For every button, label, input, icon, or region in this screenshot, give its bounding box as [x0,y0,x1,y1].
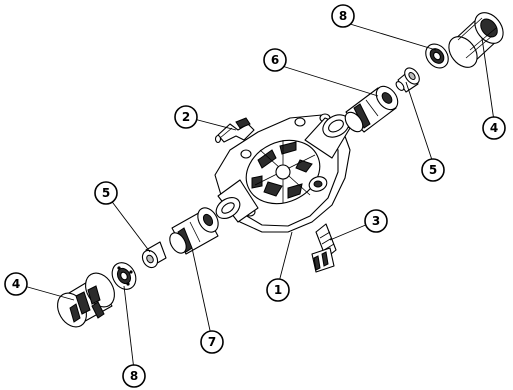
upper-union-nut [448,12,504,68]
callout-2: 2 [174,105,198,129]
leader-lines [23,23,495,371]
callout-6: 6 [263,48,287,72]
callout-5-left: 5 [94,181,118,205]
callout-7: 7 [200,330,224,354]
callout-4-left: 4 [4,272,28,296]
lower-union-nut [57,272,115,328]
lower-valve-cartridge [169,207,219,255]
callout-3: 3 [364,209,388,233]
lower-seal-ring [111,262,137,290]
callout-8-top: 8 [331,4,355,28]
callout-8-top-label: 8 [339,9,347,23]
callout-5-right-label: 5 [429,163,437,177]
callout-4-right: 4 [482,116,506,140]
elbow-fitting [214,117,255,144]
pump-head-body [214,113,351,233]
lower-valve-seat [141,241,167,269]
callout-5-left-label: 5 [102,186,110,200]
callout-5-right: 5 [421,158,445,182]
callout-7-label: 7 [208,335,216,349]
callout-1: 1 [266,278,290,302]
callout-4-left-label: 4 [12,277,20,291]
callout-1-label: 1 [274,283,282,297]
callout-4-right-label: 4 [490,121,498,135]
upper-valve-seat [395,67,420,93]
callout-2-label: 2 [182,110,190,124]
upper-valve-cartridge [344,85,399,133]
callout-8-bottom: 8 [122,364,146,388]
callout-3-label: 3 [372,214,380,228]
callout-6-label: 6 [271,53,279,67]
bleed-valve [311,223,337,273]
callout-8-bottom-label: 8 [130,369,138,383]
upper-seal-ring [425,43,449,69]
